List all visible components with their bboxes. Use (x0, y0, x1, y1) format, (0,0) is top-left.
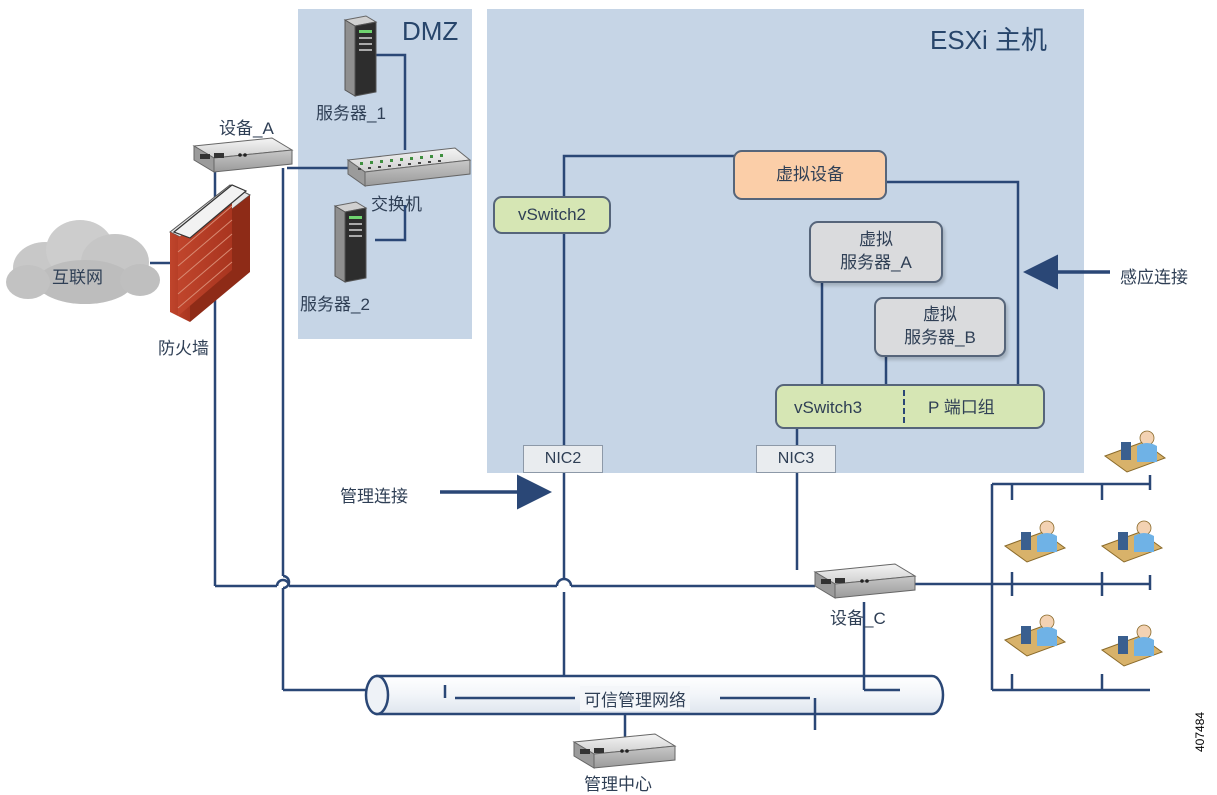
internet-label: 互联网 (52, 263, 103, 288)
internet-cloud-icon (6, 220, 160, 304)
server-2-label: 服务器_2 (300, 290, 370, 315)
management-center-label: 管理中心 (584, 770, 652, 795)
firewall-label: 防火墙 (158, 334, 209, 359)
management-center-icon (574, 734, 675, 768)
server-2-icon (335, 202, 366, 282)
device-a-label: 设备_A (219, 114, 274, 139)
firewall-icon (170, 185, 250, 322)
switch-label: 交换机 (371, 190, 422, 215)
virtual-server-b-box: 虚拟 服务器_B (874, 297, 1006, 357)
workstation-icon-5 (1102, 625, 1162, 666)
device-a-icon (194, 138, 292, 172)
vswitch3-p-port-group-box: vSwitch3 P 端口组 (775, 384, 1045, 429)
sense-connection-label: 感应连接 (1120, 263, 1188, 288)
trusted-network-label: 可信管理网络 (580, 686, 690, 711)
server-1-label: 服务器_1 (316, 99, 386, 124)
vswitch2-box: vSwitch2 (493, 196, 611, 234)
p-port-group-label: P 端口组 (928, 397, 995, 420)
nic2-label: NIC2 (523, 445, 603, 473)
workstation-icon-4 (1005, 615, 1065, 656)
device-c-icon (815, 564, 915, 598)
workstation-icon-3 (1102, 521, 1162, 562)
workstation-icon-1 (1105, 431, 1165, 472)
device-c-label: 设备_C (830, 604, 886, 629)
nic3-label: NIC3 (756, 445, 836, 473)
vswitch3-label: vSwitch3 (794, 397, 862, 420)
virtual-server-a-box: 虚拟 服务器_A (809, 221, 943, 283)
mgmt-connection-label: 管理连接 (340, 482, 408, 507)
port-group-divider (903, 390, 905, 423)
virtual-device-box: 虚拟设备 (733, 150, 887, 200)
server-1-icon (345, 16, 376, 96)
dmz-switch-icon (348, 148, 470, 186)
workstation-icon-2 (1005, 521, 1065, 562)
figure-id: 407484 (1193, 712, 1207, 752)
